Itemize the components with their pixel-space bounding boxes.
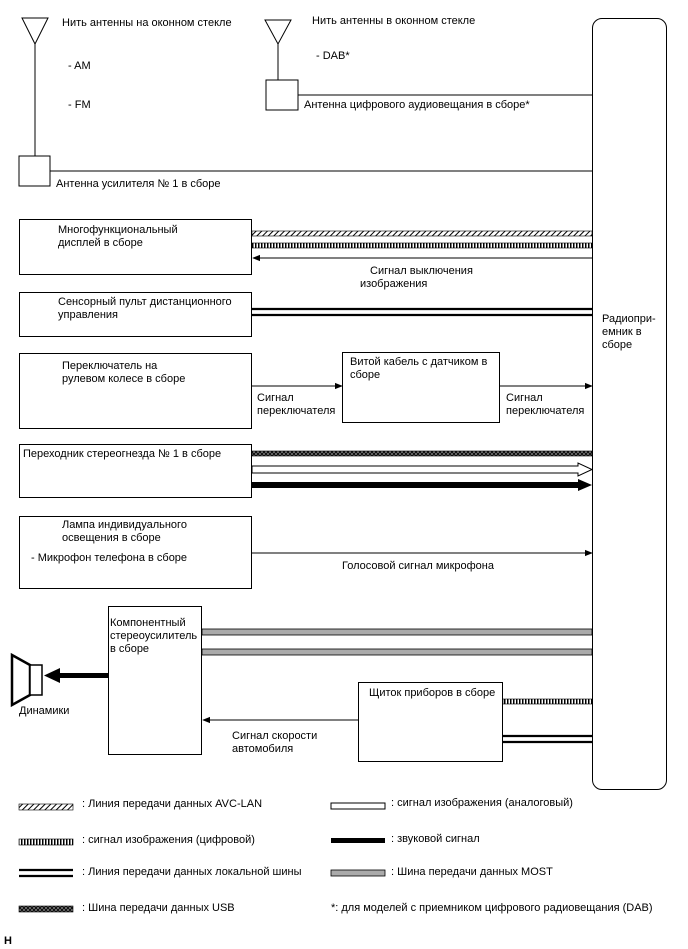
legend-video-analog-label: : сигнал изображения (аналоговый) bbox=[391, 797, 573, 809]
mic-signal-label: Голосовой сигнал микрофона bbox=[342, 560, 494, 572]
antenna-dab-label: - DAB* bbox=[316, 50, 350, 62]
mfd-label-1: Многофункциональный bbox=[58, 224, 178, 236]
amp-most-line-1 bbox=[201, 628, 593, 636]
antenna-glass-right-title: Нить антенны в оконном стекле bbox=[312, 15, 476, 27]
legend-most-sample bbox=[330, 869, 386, 877]
amplifier-label-3: в сборе bbox=[110, 643, 150, 655]
spiral-cable-label-1: Витой кабель с датчиком в bbox=[350, 356, 488, 368]
steering-signal-label-2: переключателя bbox=[257, 405, 336, 417]
speed-signal-label-2: автомобиля bbox=[232, 743, 294, 755]
legend-usb-sample bbox=[18, 905, 74, 913]
mfd-signal-label-1: Сигнал выключения bbox=[370, 265, 473, 277]
radio-receiver-box bbox=[592, 18, 667, 790]
jack-usb-line bbox=[251, 450, 593, 457]
jack-video-analog-arrow bbox=[251, 462, 594, 477]
legend-most-label: : Шина передачи данных MOST bbox=[391, 866, 553, 878]
spiral-signal-label-2: переключателя bbox=[506, 405, 585, 417]
amplifier-box bbox=[108, 606, 202, 755]
amp-antenna-assy-label: Антенна усилителя № 1 в сборе bbox=[56, 178, 221, 190]
map-lamp-label-1: Лампа индивидуального bbox=[62, 519, 187, 531]
remote-touch-label-1: Сенсорный пульт дистанционного bbox=[58, 296, 232, 308]
speakers-label: Динамики bbox=[19, 705, 70, 717]
legend-avc-lan-label: : Линия передачи данных AVC-LAN bbox=[82, 798, 263, 810]
legend-usb-label: : Шина передачи данных USB bbox=[82, 902, 235, 914]
remote-touch-label-2: управления bbox=[58, 309, 118, 321]
speaker-symbol bbox=[10, 652, 43, 708]
amplifier-label-1: Компонентный bbox=[110, 617, 186, 629]
radio-receiver-label-1: Радиопри- bbox=[602, 313, 656, 325]
legend-local-bus-sample bbox=[19, 868, 73, 878]
legend-avc-lan-sample bbox=[18, 803, 74, 811]
mfd-box bbox=[19, 219, 252, 275]
antenna-am-label: - AM bbox=[68, 60, 91, 72]
meter-box bbox=[358, 682, 503, 762]
mfd-label-2: дисплей в сборе bbox=[58, 237, 143, 249]
spiral-signal-label-1: Сигнал bbox=[506, 392, 543, 404]
amp-to-speaker-audio-arrow bbox=[44, 668, 108, 683]
radio-receiver-label-2: емник в bbox=[602, 326, 642, 338]
speed-signal-label-1: Сигнал скорости bbox=[232, 730, 318, 742]
map-lamp-box bbox=[19, 516, 252, 589]
mfd-avc-lan-line bbox=[251, 230, 593, 237]
antenna-glass-left-title: Нить антенны на оконном стекле bbox=[62, 17, 232, 29]
spiral-cable-box bbox=[342, 352, 500, 423]
remote-touch-box bbox=[19, 292, 252, 337]
legend-footnote: *: для моделей с приемником цифрового ра… bbox=[331, 902, 653, 914]
radio-receiver-label-3: сборе bbox=[602, 339, 633, 351]
spiral-cable-label-2: сборе bbox=[350, 369, 381, 381]
meter-video-digital-line bbox=[502, 698, 593, 705]
map-lamp-label-2: освещения в сборе bbox=[62, 532, 161, 544]
stereo-jack-label: Переходник стереогнезда № 1 в сборе bbox=[23, 448, 222, 460]
amp-antenna-box bbox=[18, 155, 51, 187]
steering-switch-box bbox=[19, 353, 252, 429]
antenna-am-fm-symbol bbox=[21, 17, 49, 156]
legend-audio-label: : звуковой сигнал bbox=[391, 833, 480, 845]
amp-most-line-2 bbox=[201, 648, 593, 656]
stereo-jack-box bbox=[19, 444, 252, 498]
antenna-fm-label: - FM bbox=[68, 99, 91, 111]
mic-label: - Микрофон телефона в сборе bbox=[31, 552, 188, 564]
legend-audio-sample bbox=[331, 838, 385, 843]
dab-antenna-assy-label: Антенна цифрового аудиовещания в сборе* bbox=[304, 99, 530, 111]
meter-label: Щиток приборов в сборе bbox=[369, 687, 496, 699]
mfd-signal-label-2: изображения bbox=[360, 278, 428, 290]
legend-local-bus-label: : Линия передачи данных локальной шины bbox=[82, 866, 302, 878]
legend-video-digital-label: : сигнал изображения (цифровой) bbox=[82, 834, 255, 846]
amplifier-label-2: стереоусилитель bbox=[110, 630, 198, 642]
legend-video-analog-sample bbox=[330, 802, 386, 810]
antenna-dab-symbol bbox=[264, 19, 292, 80]
steering-switch-label-2: рулевом колесе в сборе bbox=[62, 373, 186, 385]
mfd-video-digital-line bbox=[251, 242, 593, 249]
figure-code: H bbox=[4, 935, 12, 947]
steering-switch-label-1: Переключатель на bbox=[62, 360, 158, 372]
jack-audio-arrow bbox=[252, 479, 592, 491]
dab-antenna-box bbox=[265, 79, 299, 111]
steering-signal-label-1: Сигнал bbox=[257, 392, 294, 404]
legend-video-digital-sample bbox=[18, 838, 74, 846]
